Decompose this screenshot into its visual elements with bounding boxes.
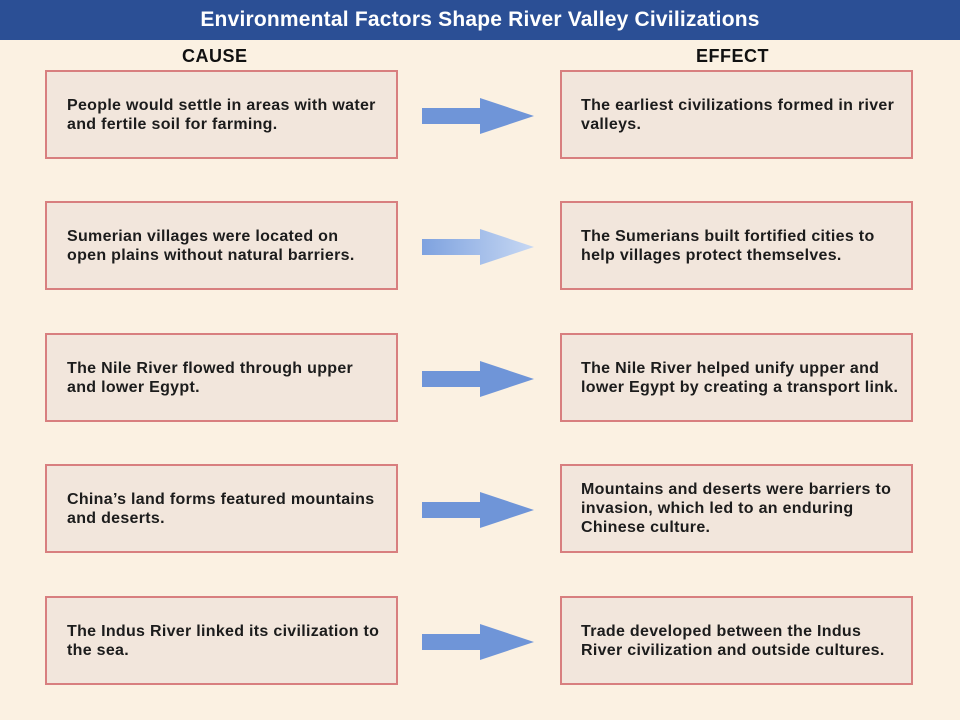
cause-column-header: CAUSE — [182, 46, 248, 66]
cause-box-3: The Nile River flowed through upper and … — [45, 333, 398, 422]
page-title: Environmental Factors Shape River Valley… — [0, 0, 960, 40]
effect-box-1: The earliest civilizations formed in riv… — [560, 70, 913, 159]
cause-text-2: Sumerian villages were located on open p… — [67, 227, 355, 264]
cause-text-3: The Nile River flowed through upper and … — [67, 359, 354, 396]
cause-box-2: Sumerian villages were located on open p… — [45, 201, 398, 290]
cause-text-5: The Indus River linked its civilization … — [67, 622, 380, 659]
arrow-icon-4 — [422, 492, 534, 528]
effect-box-4: Mountains and deserts were barriers to i… — [560, 464, 913, 553]
cause-box-1: People would settle in areas with water … — [45, 70, 398, 159]
effect-text-3: The Nile River helped unify upper and lo… — [581, 359, 899, 396]
arrow-icon-3 — [422, 361, 534, 397]
cause-box-5: The Indus River linked its civilization … — [45, 596, 398, 685]
effect-column-header: EFFECT — [696, 46, 769, 66]
effect-text-2: The Sumerians built fortified cities to … — [581, 227, 875, 264]
arrow-icon-5 — [422, 624, 534, 660]
effect-box-5: Trade developed between the Indus River … — [560, 596, 913, 685]
effect-text-4: Mountains and deserts were barriers to i… — [581, 481, 892, 536]
arrow-icon-1 — [422, 98, 534, 134]
effect-text-1: The earliest civilizations formed in riv… — [581, 96, 895, 133]
effect-text-5: Trade developed between the Indus River … — [581, 622, 885, 659]
arrow-icon-2 — [422, 229, 534, 265]
cause-text-4: China’s land forms featured mountains an… — [67, 490, 375, 527]
cause-text-1: People would settle in areas with water … — [67, 96, 376, 133]
effect-box-2: The Sumerians built fortified cities to … — [560, 201, 913, 290]
cause-box-4: China’s land forms featured mountains an… — [45, 464, 398, 553]
effect-box-3: The Nile River helped unify upper and lo… — [560, 333, 913, 422]
